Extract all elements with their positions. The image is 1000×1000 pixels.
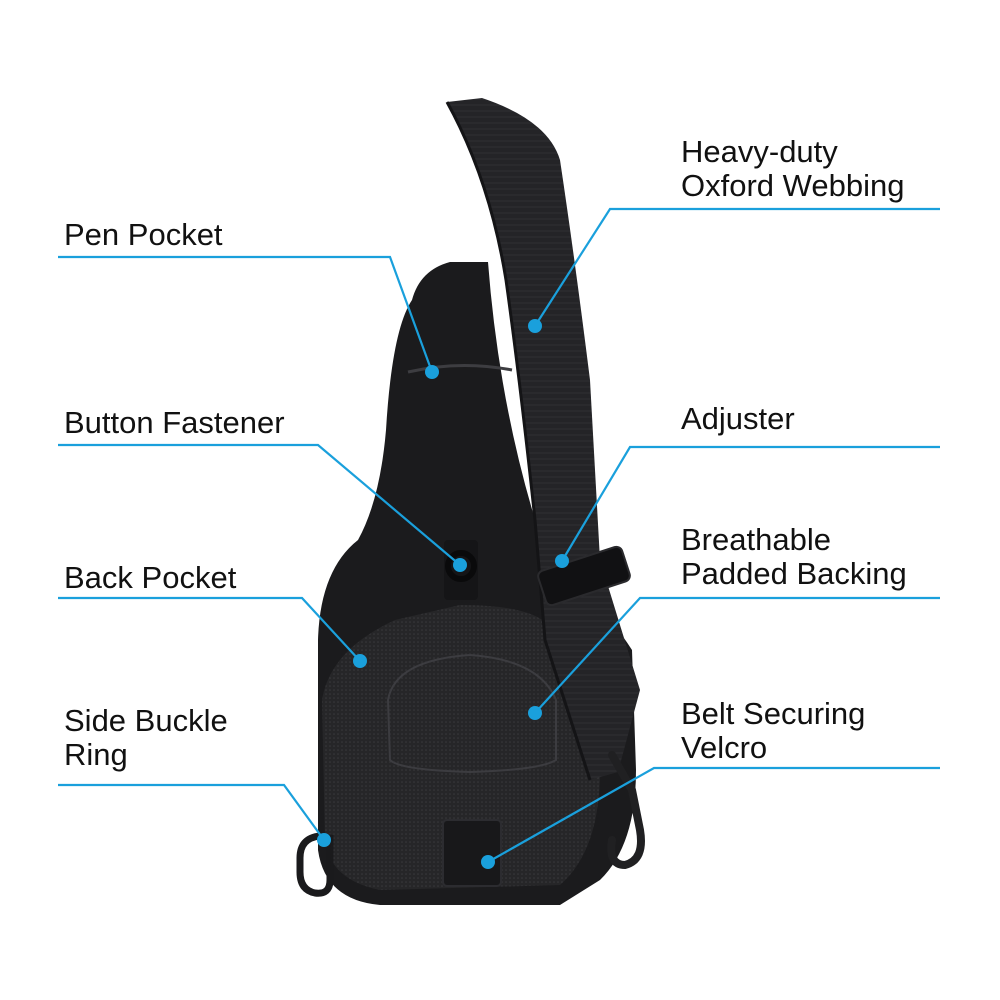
- label-breathable-line2: Padded Backing: [681, 556, 907, 591]
- label-pen-pocket-text: Pen Pocket: [64, 217, 223, 252]
- label-adjuster: Adjuster: [681, 402, 795, 436]
- label-belt-line1: Belt Securing: [681, 696, 866, 731]
- side-buckle-ring: [296, 832, 334, 897]
- dot-back-pocket: [353, 654, 367, 668]
- label-heavy-duty-line2: Oxford Webbing: [681, 168, 905, 203]
- dot-pen-pocket: [425, 365, 439, 379]
- label-belt-line2: Velcro: [681, 730, 768, 765]
- callout-line-breathable: [534, 596, 940, 714]
- label-side-buckle-line2: Ring: [64, 737, 128, 772]
- label-heavy-duty-webbing: Heavy-duty Oxford Webbing: [681, 135, 904, 203]
- button-fastener-ring: [445, 550, 477, 582]
- callout-dots: [317, 319, 569, 869]
- dot-adjuster: [555, 554, 569, 568]
- callout-line-side-buckle: [58, 783, 325, 841]
- callout-line-heavy-duty: [534, 207, 940, 327]
- label-side-buckle-ring: Side Buckle Ring: [64, 704, 228, 772]
- label-button-fastener: Button Fastener: [64, 406, 285, 440]
- callout-lines: [58, 207, 940, 863]
- dot-side-buckle: [317, 833, 331, 847]
- label-back-pocket: Back Pocket: [64, 561, 236, 595]
- belt-velcro-tab: [442, 819, 502, 887]
- shoulder-strap: [447, 98, 640, 780]
- callout-line-button-fastener: [58, 443, 461, 566]
- back-pocket: [386, 653, 557, 774]
- label-button-fastener-text: Button Fastener: [64, 405, 285, 440]
- pen-pocket-seam: [407, 363, 513, 374]
- label-heavy-duty-line1: Heavy-duty: [681, 134, 838, 169]
- callout-line-back-pocket: [58, 596, 361, 662]
- label-back-pocket-text: Back Pocket: [64, 560, 237, 595]
- dot-belt: [481, 855, 495, 869]
- label-side-buckle-line1: Side Buckle: [64, 703, 228, 738]
- callout-line-belt: [487, 766, 940, 863]
- label-breathable-line1: Breathable: [681, 522, 831, 557]
- adjuster-buckle: [537, 545, 631, 607]
- label-breathable-padded-backing: Breathable Padded Backing: [681, 523, 907, 591]
- callout-line-adjuster: [561, 445, 940, 562]
- dot-breathable: [528, 706, 542, 720]
- callout-line-pen-pocket: [58, 255, 434, 373]
- dot-button-fastener: [453, 558, 467, 572]
- label-adjuster-text: Adjuster: [681, 401, 795, 436]
- label-pen-pocket: Pen Pocket: [64, 218, 223, 252]
- side-clip-hook: [607, 751, 645, 870]
- label-belt-securing-velcro: Belt Securing Velcro: [681, 697, 865, 765]
- dot-heavy-duty: [528, 319, 542, 333]
